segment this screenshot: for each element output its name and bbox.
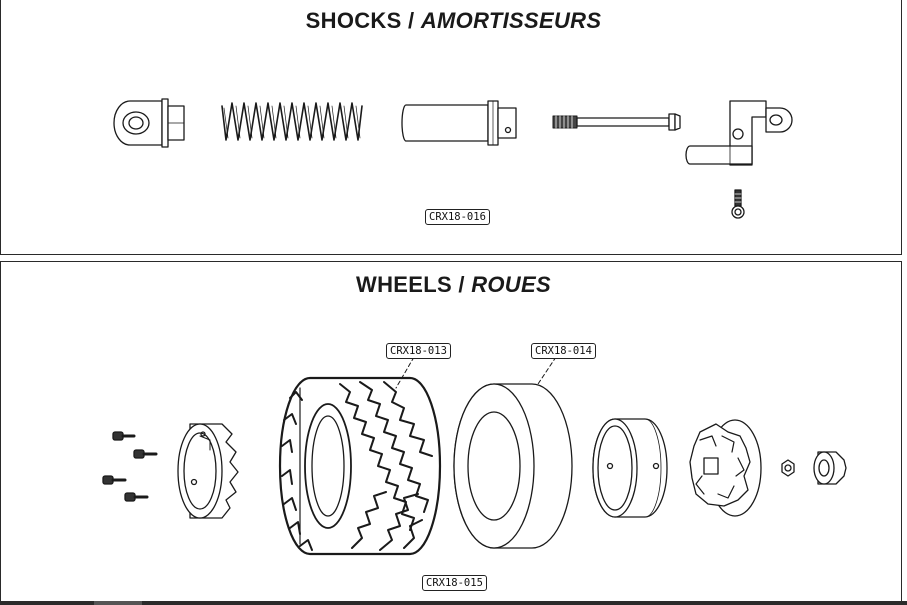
shocks-title: SHOCKS / AMORTISSEURS: [0, 8, 907, 34]
bottom-bar: [0, 601, 907, 605]
shocks-title-fr: AMORTISSEURS: [420, 8, 602, 33]
shock-part-label: CRX18-016: [425, 209, 490, 225]
wheel-hub: [689, 419, 762, 517]
wheel-screw-4: [124, 492, 149, 502]
shocks-title-en: SHOCKS: [305, 8, 402, 33]
right-margin: [902, 0, 907, 605]
wheel-cap: [813, 451, 847, 485]
rim-ring: [592, 418, 668, 518]
wheel-screw-3: [102, 475, 127, 485]
shock-spring: [221, 102, 363, 141]
shock-mount: [685, 100, 793, 166]
wheels-title-en: WHEELS: [356, 272, 452, 297]
wheel-nut: [781, 459, 795, 477]
tire-leader-line: [395, 356, 415, 389]
tire: [278, 376, 442, 556]
foam-part-label: CRX18-014: [531, 343, 596, 359]
bottom-bar-segment: [94, 601, 142, 605]
foam-insert: [453, 383, 573, 549]
shock-end-eyelet: [113, 98, 185, 148]
tire-part-label: CRX18-013: [386, 343, 451, 359]
foam-leader-line: [537, 356, 557, 385]
rim-part-label: CRX18-015: [422, 575, 487, 591]
wheels-title: WHEELS / ROUES: [0, 272, 907, 298]
wheels-title-fr: ROUES: [471, 272, 551, 297]
shock-body: [401, 100, 517, 146]
wheel-screw-2: [133, 449, 158, 459]
wheels-title-sep: /: [451, 272, 472, 297]
shocks-title-sep: /: [401, 8, 421, 33]
mount-screw: [731, 189, 745, 219]
shock-shaft: [552, 113, 681, 131]
beadlock-ring: [177, 423, 239, 519]
wheel-screw-1: [112, 431, 136, 441]
